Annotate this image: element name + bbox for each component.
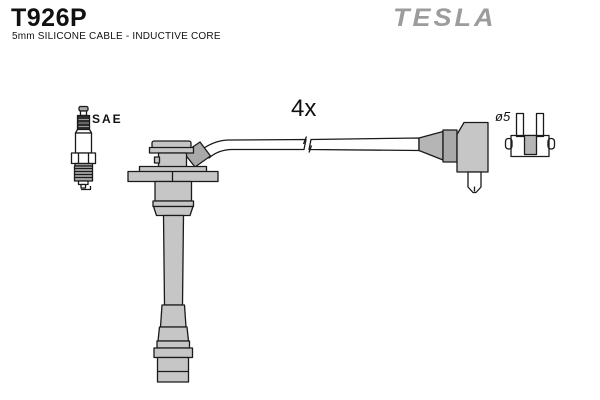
sae-label: SAE <box>92 112 123 126</box>
spark-plug-icon <box>70 105 97 191</box>
coil-boot-icon <box>127 140 219 383</box>
part-number: T926P <box>11 4 88 32</box>
quantity-label: 4x <box>291 95 317 122</box>
tesla-logo: TESLA <box>393 4 497 32</box>
diameter-label: ø5 <box>495 109 511 124</box>
ignition-cable <box>203 136 420 159</box>
part-subtitle: 5mm SILICONE CABLE - INDUCTIVE CORE <box>12 31 221 42</box>
plug-boot-icon <box>418 121 489 194</box>
terminal-cross-section-icon <box>504 112 556 158</box>
